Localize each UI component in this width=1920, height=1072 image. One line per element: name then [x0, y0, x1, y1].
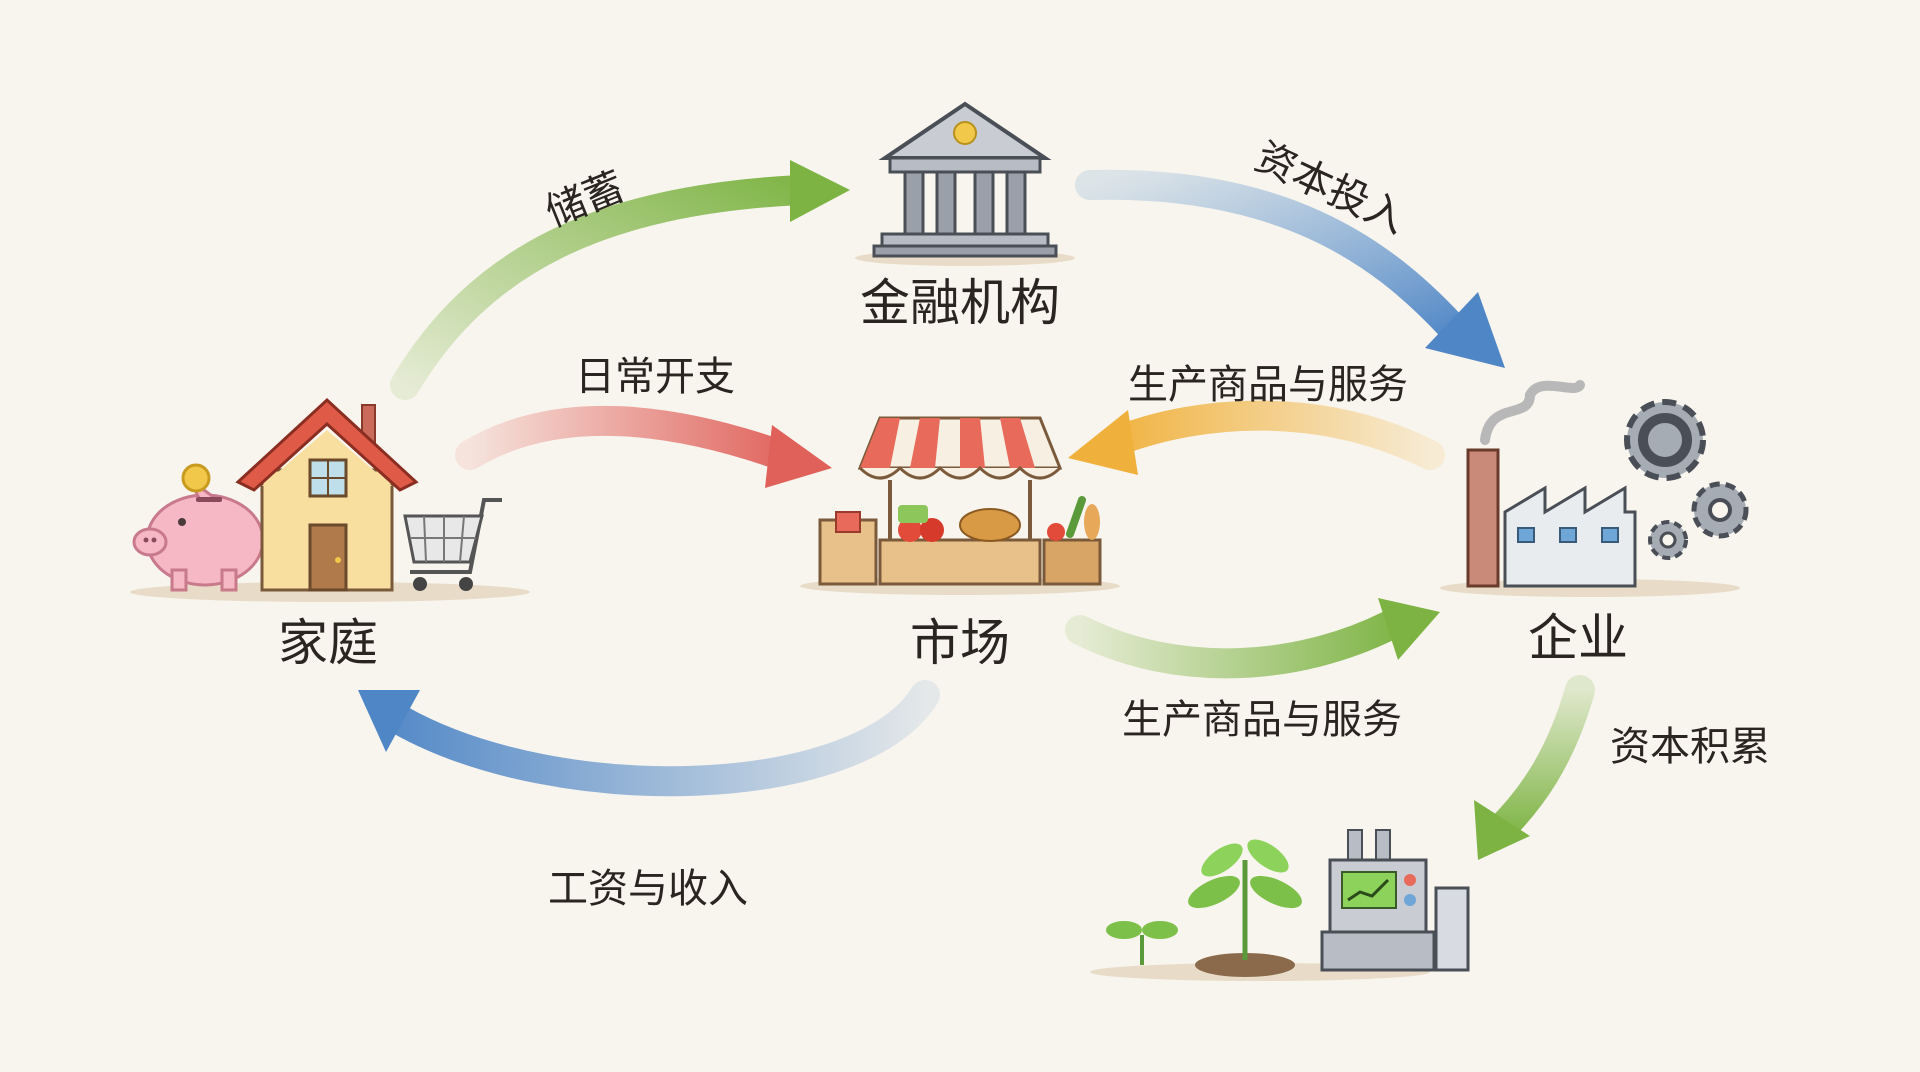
- machine-icon: [1320, 829, 1470, 972]
- bank-building-icon: [855, 101, 1075, 266]
- enterprise-label: 企业: [1528, 609, 1628, 667]
- financial-institution-label: 金融机构: [860, 274, 1060, 332]
- capital-accumulation-label: 资本积累: [1610, 724, 1770, 770]
- wages-income-arrow: [358, 680, 940, 797]
- production-to-enterprise-label: 生产商品与服务: [1122, 697, 1402, 743]
- daily-spending-label: 日常开支: [575, 354, 735, 400]
- production-to-enterprise-arrow: [1065, 598, 1440, 679]
- shopping-cart-icon: [403, 498, 502, 591]
- capital-accumulation-arrow: [1474, 675, 1595, 860]
- household-illustration: [130, 397, 530, 602]
- piggy-bank-icon: [132, 478, 265, 592]
- house-icon: [235, 397, 419, 592]
- coin-icon: [181, 463, 211, 493]
- capital-investment-arrow: [1075, 169, 1505, 368]
- gear-icon: [1624, 399, 1749, 560]
- production-to-market-label: 生产商品与服务: [1128, 362, 1408, 408]
- market-label: 市场: [910, 614, 1010, 672]
- household-label: 家庭: [278, 614, 378, 672]
- market-stall-icon: [800, 416, 1120, 595]
- factory-icon: [1440, 380, 1740, 597]
- daily-spending-arrow: [455, 405, 832, 488]
- production-to-market-arrow: [1068, 400, 1445, 475]
- wages-income-label: 工资与收入: [548, 866, 748, 912]
- savings-arrow: [390, 160, 850, 400]
